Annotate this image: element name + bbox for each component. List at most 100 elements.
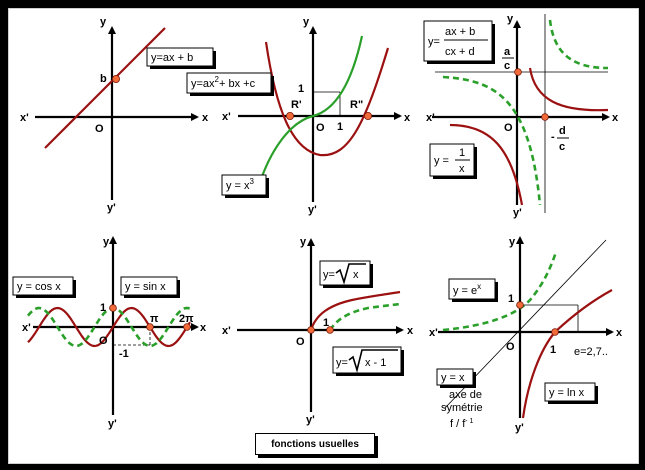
- minus-d-over-c-point: [541, 113, 549, 121]
- yprime-label: y': [107, 202, 116, 214]
- yprime-label: y': [515, 422, 524, 434]
- sqrt-argument: x: [353, 269, 359, 281]
- identity-formula-box: [436, 368, 474, 386]
- cubic-curve: [256, 35, 364, 189]
- one-label: 1: [323, 317, 329, 329]
- yprime-label: y': [513, 207, 522, 219]
- minus-one-label: -1: [119, 348, 129, 360]
- panel-trig: 1 -1 π 2π O x x' y y' y = cos x y = sin …: [12, 236, 207, 430]
- d-label: d: [559, 125, 566, 137]
- xprime-label: x': [22, 322, 31, 334]
- exp-curve: [442, 251, 558, 332]
- xprime-label: x': [222, 111, 231, 123]
- y-label: y: [509, 236, 516, 248]
- yprime-label: y': [308, 204, 317, 216]
- origin-point: [307, 326, 315, 334]
- inverse-numerator: 1: [459, 147, 465, 159]
- linear-line: [44, 27, 166, 149]
- a-over-c-point: [514, 68, 522, 76]
- origin-label: O: [99, 335, 108, 347]
- caption-text: fonctions usuelles: [271, 438, 359, 450]
- quadratic-formula-box: [186, 72, 272, 94]
- origin-label: O: [506, 341, 515, 353]
- sqrt-shifted-prefix: y=: [336, 357, 348, 369]
- origin-label: O: [316, 122, 325, 134]
- one-y-point: [516, 301, 524, 309]
- exp-formula-box: [448, 278, 496, 300]
- inverse-curve-right: [528, 67, 609, 112]
- one-label: 1: [100, 302, 106, 314]
- exp-formula: y = ex: [453, 282, 481, 297]
- y-label: y: [507, 13, 514, 25]
- inverse-curve-left: [449, 123, 524, 206]
- xprime-label: x': [222, 325, 231, 337]
- sqrt-shifted-argument: x - 1: [365, 357, 386, 369]
- inverse-notation: f / f- 1: [450, 418, 474, 430]
- yprime-label: y': [108, 418, 117, 430]
- origin-label: O: [504, 122, 513, 134]
- ln-formula-box: [544, 382, 596, 402]
- c-label: c: [504, 60, 510, 72]
- sin-formula: y = sin x: [125, 281, 166, 293]
- inverse-prefix: y =: [434, 155, 449, 167]
- homographic-prefix: y=: [428, 36, 440, 48]
- inverse-denominator: x: [459, 163, 465, 175]
- one-x-point: [551, 328, 559, 336]
- root-left-point: [285, 112, 294, 121]
- one-y-label: 1: [508, 293, 514, 305]
- root-left-label: R': [291, 99, 302, 111]
- intercept-point: [112, 75, 121, 84]
- homographic-curve-right: [548, 19, 609, 70]
- root-right-point: [363, 112, 372, 121]
- y-label: y: [303, 16, 310, 28]
- two-pi-label: 2π: [179, 313, 194, 325]
- y-label: y: [100, 16, 107, 28]
- cosine-curve: [27, 306, 191, 348]
- xprime-label: x': [20, 112, 29, 124]
- xprime-label: x': [429, 327, 438, 339]
- sine-curve: [27, 306, 191, 348]
- cubic-formula-box: [221, 174, 267, 196]
- cubic-formula: y = x3: [226, 177, 255, 192]
- two-pi-point: [183, 323, 191, 331]
- yprime-label: y': [306, 414, 315, 426]
- ln-formula: y = ln x: [549, 387, 585, 399]
- sqrt-prefix: y=: [323, 269, 335, 281]
- x-label: x: [616, 327, 623, 339]
- e-value-label: e=2,7..: [574, 346, 608, 358]
- caption-box: fonctions usuelles: [255, 433, 375, 455]
- sqrt-radical-icon: [335, 263, 366, 285]
- one-point: [326, 326, 334, 334]
- sin-formula-box: [120, 276, 178, 296]
- sqrt-shifted-formula-box: [332, 346, 402, 374]
- origin-label: O: [296, 336, 305, 348]
- one-x-label: 1: [550, 344, 556, 356]
- a-label: a: [504, 46, 511, 58]
- panel-explog: 1 1 e=2,7.. O x x' y y' y = ex y = ln x …: [429, 236, 623, 434]
- x-label: x: [202, 112, 209, 124]
- sqrt-shifted-curve: [328, 302, 401, 331]
- linear-formula: y=ax + b: [151, 52, 193, 64]
- parabola-curve: [264, 41, 390, 157]
- x-label: x: [407, 325, 414, 337]
- one-y-label: 1: [298, 83, 304, 95]
- pi-label: π: [150, 313, 159, 325]
- c2-label: c: [559, 141, 565, 153]
- homographic-formula-box: [423, 20, 493, 62]
- xprime-label: x': [426, 112, 435, 124]
- symmetry-label-line1: axe de: [449, 389, 482, 401]
- x-label: x: [404, 112, 411, 124]
- symmetry-label-line2: symétrie: [441, 402, 483, 414]
- quadratic-formula: y=ax2+ bx +c: [191, 75, 256, 90]
- panel-sqrt: O 1 x x' y y' y= x y= x - 1: [222, 236, 414, 426]
- panel-hyperbola: O x x' y y' a c - d c y= ax + b cx + d y…: [423, 13, 619, 219]
- y-label: y: [300, 236, 307, 248]
- point-label-b: b: [100, 73, 107, 85]
- x-label: x: [612, 112, 619, 124]
- panel-quadratic: R' R" 1 1 O x x' y y' y=ax2+ bx +c y = x…: [186, 16, 411, 216]
- cos-formula-box: [12, 276, 74, 296]
- sqrt-curve: [309, 290, 401, 331]
- panel-linear: b O x x' y y' y=ax + b: [20, 16, 216, 214]
- identity-formula: y = x: [441, 372, 465, 384]
